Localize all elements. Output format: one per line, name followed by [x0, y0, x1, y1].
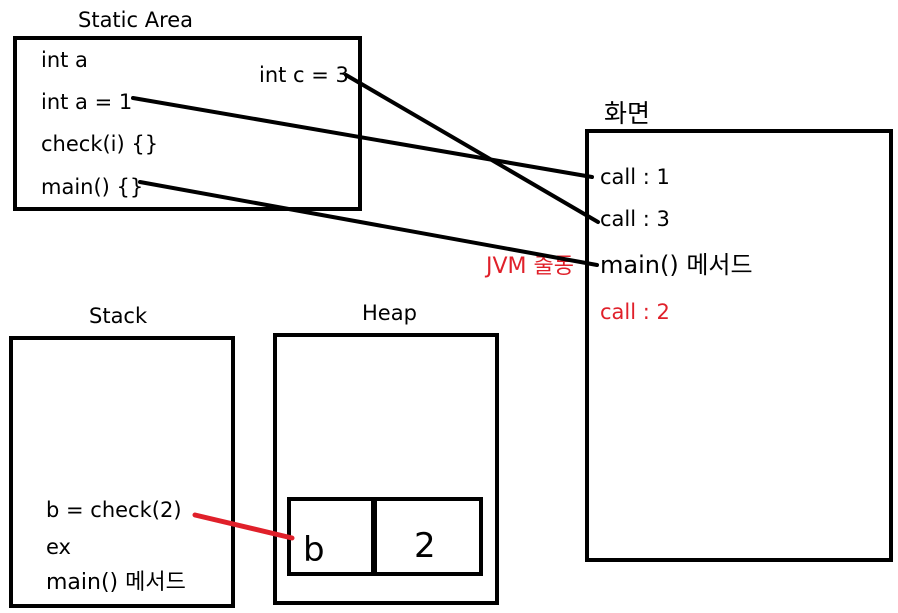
screen-title: 화면: [604, 99, 651, 128]
connector-int-c-to-call-3: [344, 73, 600, 224]
screen-line-main-method: main() 메서드: [600, 251, 753, 279]
connector-int-a-to-call-1: [131, 96, 594, 179]
screen-line-call-2: call : 2: [600, 300, 670, 324]
static-line-main: main() {}: [41, 175, 144, 199]
screen-line-call-1: call : 1: [600, 165, 670, 189]
static-area-box: [13, 36, 362, 211]
stack-line-ex: ex: [46, 535, 71, 559]
heap-box: [273, 333, 499, 605]
static-area-title: Static Area: [78, 8, 194, 32]
heap-cell-value: [371, 497, 483, 576]
stack-title: Stack: [89, 304, 148, 328]
screen-line-call-3: call : 3: [600, 207, 670, 231]
connector-main-to-main-method: [138, 180, 599, 267]
static-line-int-a-assign: int a = 1: [41, 90, 133, 114]
connector-check-to-heap-b: [192, 512, 295, 541]
static-line-check: check(i) {}: [41, 132, 159, 156]
jvm-label: JVM 출동: [486, 254, 574, 279]
heap-cell-b-label: b: [303, 530, 325, 570]
heap-cell-value-label: 2: [414, 526, 436, 566]
screen-box: [585, 129, 893, 562]
static-line-int-c: int c = 3: [259, 63, 349, 87]
heap-title: Heap: [362, 301, 417, 325]
static-line-int-a: int a: [41, 48, 88, 72]
stack-line-b-assign: b = check(2): [46, 498, 182, 522]
stack-box: [9, 336, 235, 608]
stack-line-main-method: main() 메서드: [46, 570, 186, 595]
